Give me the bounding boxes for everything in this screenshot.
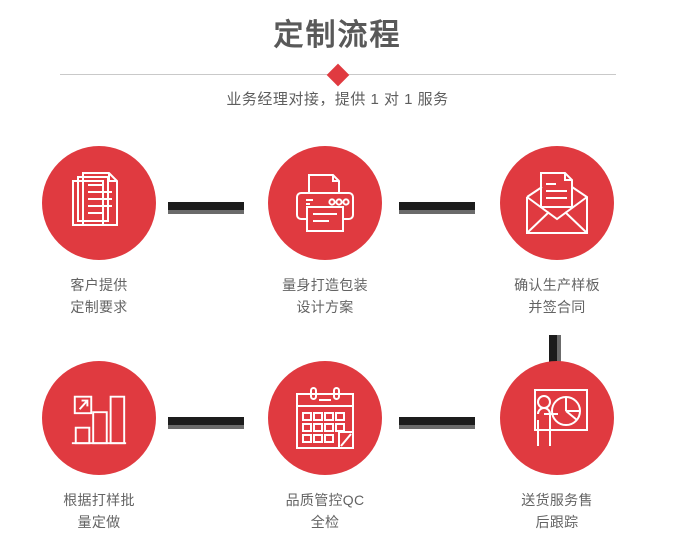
connector-step4-step5 <box>168 417 244 429</box>
flow-step-1-label: 客户提供 定制要求 <box>70 277 128 315</box>
connector-step2-step3 <box>399 202 475 214</box>
connector-bar <box>168 202 244 210</box>
connector-shadow <box>168 425 244 429</box>
flow-step-1[interactable]: 客户提供 定制要求 <box>0 146 204 318</box>
process-flow-diagram: 客户提供 定制要求 量身打造包装 设计方案 <box>0 140 675 550</box>
flow-step-5-label: 品质管控QC 全检 <box>285 492 365 530</box>
bar-chart-growth-icon <box>71 395 127 445</box>
flow-step-2[interactable]: 量身打造包装 设计方案 <box>220 146 430 318</box>
flow-step-2-label: 量身打造包装 设计方案 <box>282 277 368 315</box>
connector-step1-step2 <box>168 202 244 214</box>
connector-shadow <box>557 335 561 371</box>
flow-step-6-label: 送货服务售 后跟踪 <box>521 492 593 530</box>
flow-step-5[interactable]: 品质管控QC 全检 <box>220 361 430 533</box>
page-subtitle: 业务经理对接，提供 1 对 1 服务 <box>226 91 449 108</box>
connector-bar <box>168 417 244 425</box>
flow-step-6-icon-circle <box>500 361 614 475</box>
page-header: 定制流程 业务经理对接，提供 1 对 1 服务 <box>0 0 675 140</box>
calendar-icon <box>296 387 354 449</box>
flow-step-4-icon-circle <box>42 361 156 475</box>
diamond-marker-icon <box>326 63 350 87</box>
connector-bar <box>399 202 475 210</box>
flow-step-3-icon-circle <box>500 146 614 260</box>
flow-step-4[interactable]: 根据打样批 量定做 <box>0 361 204 533</box>
presentation-pie-chart-icon <box>534 389 588 446</box>
connector-shadow <box>399 425 475 429</box>
flow-step-6[interactable]: 送货服务售 后跟踪 <box>452 361 662 533</box>
connector-step5-step6 <box>399 417 475 429</box>
connector-bar <box>399 417 475 425</box>
title-divider <box>60 63 616 87</box>
connector-shadow <box>399 210 475 214</box>
connector-shadow <box>168 210 244 214</box>
flow-step-4-label: 根据打样批 量定做 <box>63 492 135 530</box>
connector-bar <box>549 335 557 371</box>
printer-icon <box>296 174 354 232</box>
flow-step-5-icon-circle <box>268 361 382 475</box>
flow-step-2-icon-circle <box>268 146 382 260</box>
connector-step3-step6 <box>549 335 561 371</box>
flow-step-3[interactable]: 确认生产样板 并签合同 <box>452 146 662 318</box>
documents-stack-icon <box>72 172 118 226</box>
page-title: 定制流程 <box>273 19 402 52</box>
flow-step-1-icon-circle <box>42 146 156 260</box>
envelope-letter-icon <box>526 172 588 234</box>
flow-step-3-label: 确认生产样板 并签合同 <box>514 277 600 315</box>
